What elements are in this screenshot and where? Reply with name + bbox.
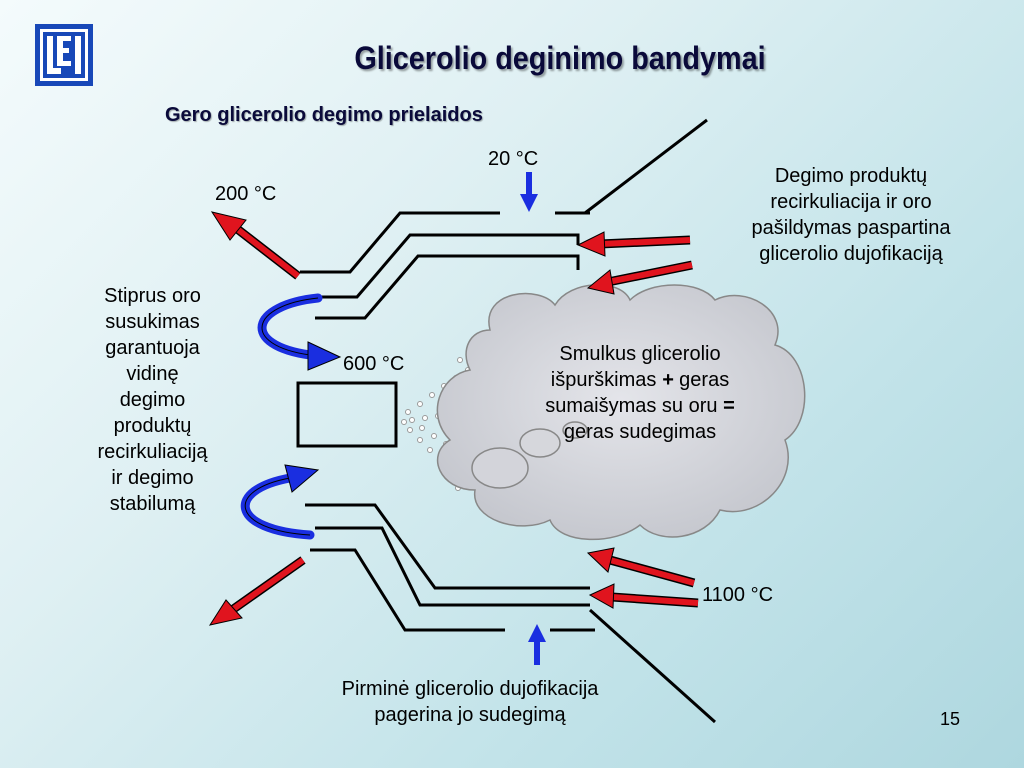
hot-gas-arrow-upper-left (210, 211, 301, 280)
temp-label-20: 20 °C (488, 148, 539, 170)
red-arrows (208, 211, 699, 626)
recirculation-note-line: Degimo produktų (774, 165, 928, 187)
slide-subtitle: Gero glicerolio degimo prielaidos (165, 104, 483, 126)
air-inlet-arrow-top (520, 172, 538, 212)
swirl-note-line: susukimas (105, 311, 200, 333)
cloud-text-line: geras sudegimas (563, 421, 717, 443)
swirl-note-line: Stiprus oro (104, 285, 201, 307)
hot-gas-arrow-lower-left (208, 556, 306, 626)
cloud-text-part: išpurškimas (550, 369, 662, 391)
swirl-note-line: vidinę (126, 363, 179, 385)
recirculation-note-line: pašildymas paspartina (751, 217, 951, 239)
temp-label-1100: 1100 °C (702, 584, 774, 606)
recirculation-arrow-2 (586, 260, 693, 295)
swirl-note-line: ir degimo (111, 467, 194, 489)
recirculation-note: Degimo produktų recirkuliacija ir oro pa… (706, 163, 996, 267)
cloud-text-line: Smulkus glicerolio (559, 343, 721, 365)
temp-label-600: 600 °C (343, 353, 405, 375)
hot-gas-arrow-lower-right-2 (588, 583, 699, 609)
swirl-note-line: produktų (113, 415, 192, 437)
swirl-arrow-upper (257, 293, 342, 371)
burner-upper-walls (300, 118, 708, 320)
burner-lower-walls (305, 503, 717, 724)
swirl-arrow-lower (240, 464, 320, 540)
primary-note-line: pagerina jo sudegimą (374, 704, 566, 726)
swirl-note-line: garantuoja (105, 337, 200, 359)
cloud-text-line: sumaišymas su oru = (505, 393, 775, 419)
page-number: 15 (940, 709, 961, 729)
recirculation-arrow-1 (576, 231, 691, 257)
swirl-note-line: stabilumą (109, 493, 196, 515)
combustion-cloud (436, 284, 806, 541)
temp-label-200: 200 °C (215, 183, 277, 205)
swirl-note-line: degimo (119, 389, 186, 411)
primary-gasification-note: Pirminė glicerolio dujofikacija pagerina… (295, 676, 645, 728)
lei-logo (35, 24, 93, 86)
swirl-note: Stiprus oro susukimas garantuoja vidinę … (75, 283, 230, 517)
plus-symbol: + (661, 369, 674, 391)
primary-note-line: Pirminė glicerolio dujofikacija (341, 678, 599, 700)
nozzle-box (296, 381, 398, 448)
cloud-text-part: sumaišymas su oru (545, 395, 724, 417)
recirculation-note-line: recirkuliacija ir oro (770, 191, 932, 213)
recirculation-note-line: glicerolio dujofikaciją (759, 243, 943, 265)
hot-gas-arrow-lower-right-1 (586, 547, 696, 588)
swirl-note-line: recirkuliaciją (97, 441, 208, 463)
cloud-text-line: išpurškimas + geras (505, 367, 775, 393)
air-inlet-arrow-bottom (528, 624, 546, 665)
equals-symbol: = (723, 395, 735, 417)
cloud-text-part: geras (673, 369, 730, 391)
cloud-text: Smulkus glicerolio išpurškimas + geras s… (505, 341, 775, 445)
slide-title: Glicerolio deginimo bandymai (354, 40, 766, 76)
